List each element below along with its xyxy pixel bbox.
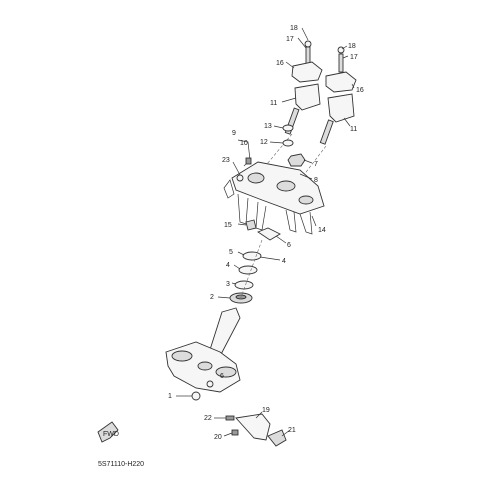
callout-20: 20 [214,434,222,441]
upper-holder-16-right [325,71,357,93]
callout-9: 9 [232,130,236,137]
callout-15: 15 [224,222,232,229]
callout-17-left: 17 [286,36,294,43]
under-bracket-steering-stem [165,307,241,401]
callout-12: 12 [260,139,268,146]
callout-4-left: 4 [226,262,230,269]
nut-7 [287,153,306,167]
nut-18-right [337,46,345,54]
diagram-code: 5S71110-H220 [98,461,144,468]
stem-bolt [191,391,201,401]
callout-1: 1 [168,393,172,400]
left-handlebar-holder [284,40,323,135]
fwd-arrow: FWD [97,421,119,443]
clamp-21 [267,429,287,447]
cover-3 [234,280,254,290]
callout-6-lower: 6 [220,373,224,380]
washer-13 [282,124,294,132]
lower-holder-11-left [294,83,321,111]
callout-4-right: 4 [282,258,286,265]
clip-23 [236,174,244,182]
bolt-22 [225,415,235,421]
bolt-20 [231,429,239,436]
callout-17-right: 17 [350,54,358,61]
lower-holder-11-right [327,93,355,123]
ring-nut-5 [242,251,262,261]
fwd-mark: FWD [103,431,119,438]
callout-11-left: 11 [270,100,277,107]
bolt-17-right [338,53,344,73]
callout-10: 10 [240,140,248,147]
upper-holder-16-left [291,61,323,83]
cable-guide [237,193,249,225]
callout-6-upper: 6 [287,242,291,249]
callout-13: 13 [264,123,272,130]
upper-bracket [223,161,325,235]
callout-16-left: 16 [276,60,284,67]
washer-6 [257,227,281,241]
callout-16-right: 16 [356,87,364,94]
callout-7: 7 [314,161,318,168]
callout-11-right: 11 [350,126,357,133]
callout-21: 21 [288,427,296,434]
callout-18-left: 18 [290,25,298,32]
washer-12 [282,139,294,147]
callout-14: 14 [318,227,326,234]
ring-nut-4 [238,265,258,275]
callout-2: 2 [210,294,214,301]
nut-18-left [304,40,312,48]
callout-18-right: 18 [348,43,356,50]
callout-5: 5 [229,249,233,256]
nut-15 [245,219,257,231]
callout-19: 19 [262,407,270,414]
callout-3: 3 [226,281,230,288]
bolt-10 [245,157,252,165]
bracket-19 [235,413,271,441]
callout-8: 8 [314,177,318,184]
holder-stud-right [319,119,334,145]
callout-22: 22 [204,415,212,422]
callout-23: 23 [222,157,230,164]
